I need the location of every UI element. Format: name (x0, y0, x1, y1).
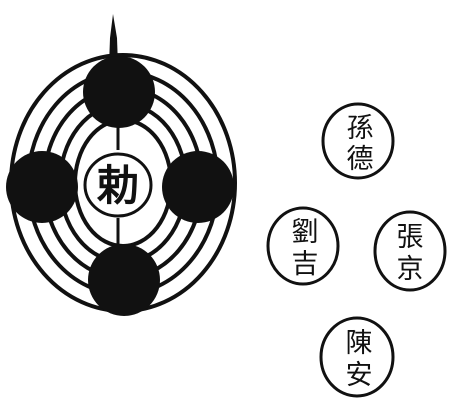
solid-dot-top (83, 56, 155, 128)
name-circle-right-line1: 張 (397, 222, 424, 253)
name-circle-bottom: 陳 安 (321, 318, 393, 396)
solid-dot-bottom (88, 244, 160, 316)
name-circle-left-line1: 劉 (292, 217, 319, 248)
name-circle-top-line2: 德 (347, 144, 374, 175)
name-circle-left: 劉 吉 (268, 208, 338, 284)
name-circle-right-line2: 京 (397, 254, 424, 285)
name-circle-bottom-line1: 陳 (346, 328, 373, 359)
name-circle-top-line1: 孫 (347, 113, 374, 144)
name-circle-left-line2: 吉 (292, 249, 319, 280)
name-circle-top: 孫 德 (323, 104, 393, 178)
solid-dot-left (6, 151, 78, 223)
name-circle-bottom-line2: 安 (346, 360, 373, 391)
solid-dot-right (162, 151, 234, 223)
center-seal-glyph: 勅 (96, 161, 139, 210)
name-circle-right: 張 京 (375, 212, 445, 290)
